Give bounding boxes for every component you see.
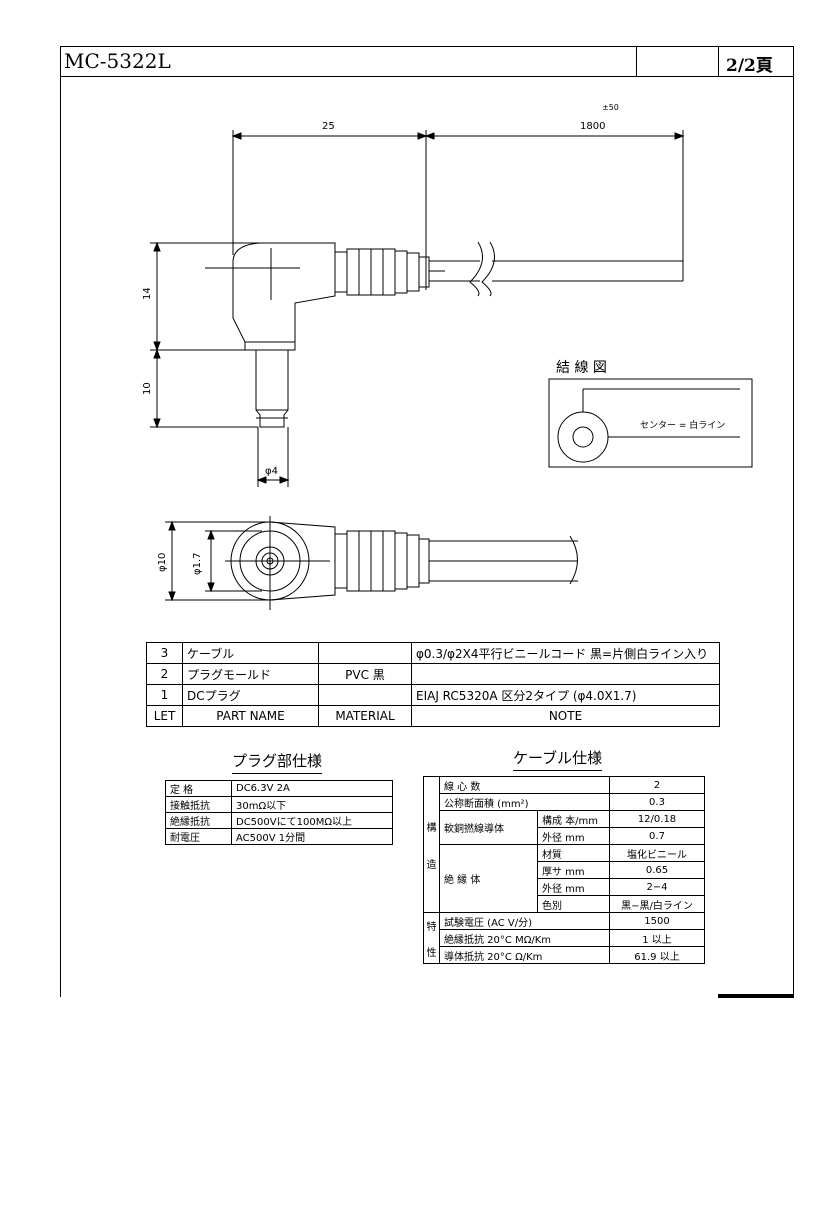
table-row: 外径 mm 2−4	[424, 878, 705, 896]
part-let: 2	[146, 663, 183, 685]
spec-value: 2−4	[609, 878, 705, 896]
spec-key: 耐電圧	[165, 828, 232, 845]
header-part-name: PART NAME	[182, 705, 319, 727]
part-material	[318, 642, 412, 664]
dim-outer-diameter: φ10	[157, 553, 168, 572]
title-divider	[718, 46, 719, 77]
dim-body-height: 14	[142, 287, 153, 300]
dim-plug-length: 25	[322, 121, 335, 132]
spec-label: 線 心 数	[439, 776, 610, 794]
spec-label: 試験電圧 (AC V/分)	[439, 912, 610, 930]
table-row: 絶縁抵抗 20°C MΩ/Km 1 以上	[424, 929, 705, 947]
spec-value: 0.7	[609, 827, 705, 845]
table-row: 厚サ mm 0.65	[424, 861, 705, 879]
parts-table: 3 ケーブル φ0.3/φ2X4平行ビニールコード 黒=片側白ライン入り 2 プ…	[146, 642, 720, 727]
spec-label: 構成 本/mm	[537, 810, 610, 828]
table-row: 軟銅撚線導体 構成 本/mm 12/0.18	[424, 810, 705, 845]
part-name: DCプラグ	[182, 684, 319, 706]
spec-label: 色別	[537, 895, 610, 913]
spec-label: 厚サ mm	[537, 861, 610, 879]
part-name: プラグモールド	[182, 663, 319, 685]
left-border	[60, 77, 61, 997]
spec-value: 塩化ビニール	[609, 844, 705, 862]
spec-label: 軟銅撚線導体	[439, 810, 538, 845]
table-row: 導体抵抗 20°C Ω/Km 61.9 以上	[424, 946, 705, 964]
spec-label: 絶縁抵抗 20°C MΩ/Km	[439, 929, 610, 947]
dim-cable-length: 1800	[580, 121, 605, 132]
table-row: 3 ケーブル φ0.3/φ2X4平行ビニールコード 黒=片側白ライン入り	[146, 642, 720, 664]
table-row: 1 DCプラグ EIAJ RC5320A 区分2タイプ (φ4.0X1.7)	[146, 684, 720, 706]
spec-label: 外径 mm	[537, 878, 610, 896]
dim-pin-height: 10	[142, 382, 153, 395]
spec-label: 絶 縁 体	[439, 844, 538, 913]
spec-key: 定 格	[165, 780, 232, 797]
spec-value: 61.9 以上	[609, 946, 705, 964]
header-note: NOTE	[411, 705, 720, 727]
dim-tolerance: ±50	[602, 103, 619, 112]
part-name: ケーブル	[182, 642, 319, 664]
section-structure: 構造	[423, 776, 440, 913]
wiring-label: センター = 白ライン	[640, 419, 725, 431]
spec-value: 黒−黒/白ライン	[609, 895, 705, 913]
spec-key: 接触抵抗	[165, 796, 232, 813]
dim-inner-diameter: φ1.7	[192, 553, 203, 576]
cable-spec-title: ケーブル仕様	[513, 747, 603, 771]
bottom-bar	[718, 994, 794, 998]
spec-value: 0.65	[609, 861, 705, 879]
wiring-title: 結 線 図	[556, 360, 607, 376]
table-row: 特性 試験電圧 (AC V/分) 1500	[423, 912, 705, 964]
spec-label: 導体抵抗 20°C Ω/Km	[439, 946, 610, 964]
plug-spec-title: プラグ部仕様	[232, 750, 323, 774]
model-number: MC-5322L	[64, 49, 171, 73]
table-header-row: LET PART NAME MATERIAL NOTE	[146, 705, 720, 727]
part-material	[318, 684, 412, 706]
table-row: 構造 線 心 数 2	[423, 776, 705, 913]
title-divider	[636, 46, 637, 77]
part-let: 3	[146, 642, 183, 664]
cable-spec-table: 構造 線 心 数 2 公称断面積 (mm²) 0.3 軟銅撚線導体 構成 本/m…	[423, 776, 705, 964]
spec-key: 絶縁抵抗	[165, 812, 232, 829]
spec-value: 0.3	[609, 793, 705, 811]
table-row: 2 プラグモールド PVC 黒	[146, 663, 720, 685]
part-let: 1	[146, 684, 183, 706]
part-note: EIAJ RC5320A 区分2タイプ (φ4.0X1.7)	[411, 684, 720, 706]
spec-label: 外径 mm	[537, 827, 610, 845]
header-let: LET	[146, 705, 183, 727]
spec-value: DC6.3V 2A	[231, 780, 393, 797]
spec-value: 2	[609, 776, 705, 794]
table-row: 公称断面積 (mm²) 0.3	[424, 793, 705, 811]
connector-drawing: ±50 25 1800 14 10 φ4 φ10 φ1.7 結 線 図 センター…	[142, 103, 753, 610]
spec-value: 12/0.18	[609, 810, 705, 828]
title-block	[60, 46, 794, 77]
part-material: PVC 黒	[318, 663, 412, 685]
table-row: 色別 黒−黒/白ライン	[424, 895, 705, 913]
spec-value: DC500Vにて100MΩ以上	[231, 812, 393, 829]
spec-label: 材質	[537, 844, 610, 862]
spec-value: 1 以上	[609, 929, 705, 947]
part-note: φ0.3/φ2X4平行ビニールコード 黒=片側白ライン入り	[411, 642, 720, 664]
spec-value: AC500V 1分間	[231, 828, 393, 845]
spec-value: 30mΩ以下	[231, 796, 393, 813]
part-note	[411, 663, 720, 685]
table-row: 絶 縁 体 材質 塩化ビニール	[424, 844, 705, 913]
header-material: MATERIAL	[318, 705, 412, 727]
section-characteristics: 特性	[423, 912, 440, 964]
right-border	[793, 77, 794, 997]
dim-pin-diameter: φ4	[265, 466, 278, 477]
page-number: 2/2頁	[726, 56, 773, 76]
spec-label: 公称断面積 (mm²)	[439, 793, 610, 811]
spec-value: 1500	[609, 912, 705, 930]
